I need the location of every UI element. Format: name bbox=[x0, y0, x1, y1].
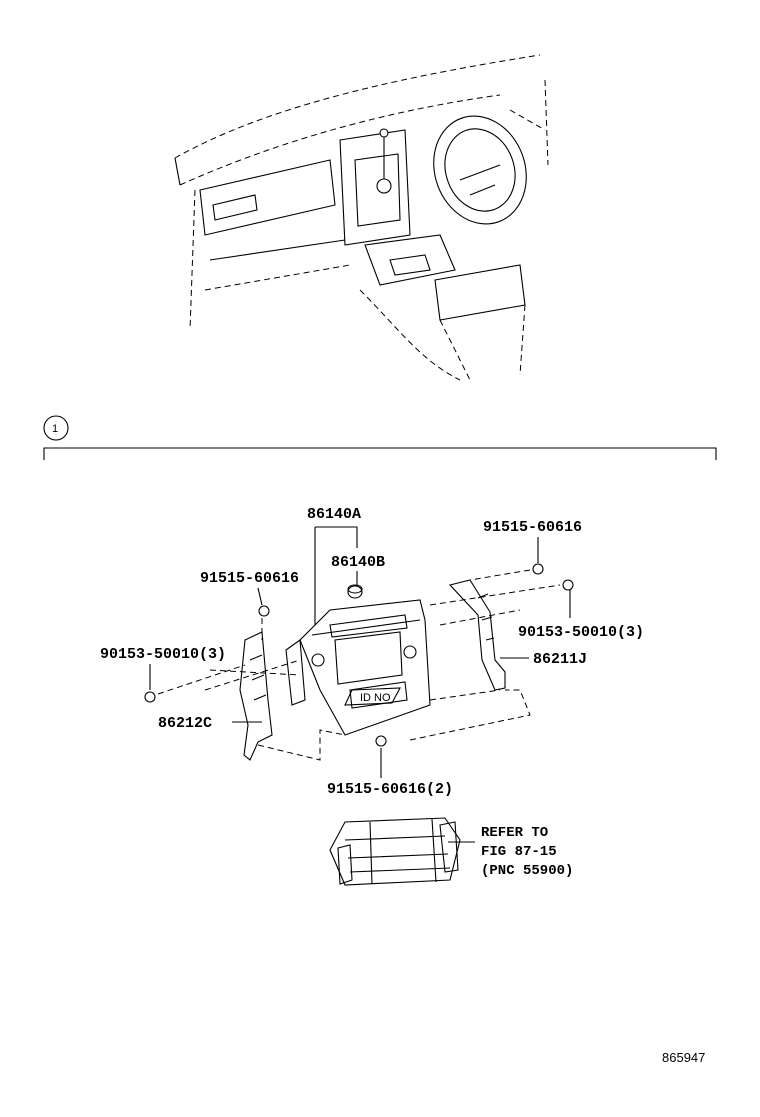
switch-knob-drawing bbox=[347, 584, 363, 599]
dashboard-overview-illustration bbox=[174, 54, 549, 381]
part-label-91515-60616-right: 91515-60616 bbox=[483, 519, 582, 536]
part-label-86212C: 86212C bbox=[158, 715, 212, 732]
part-label-86140A: 86140A bbox=[307, 506, 361, 523]
callout-number: 1 bbox=[52, 423, 58, 435]
screw-icon bbox=[144, 563, 574, 747]
part-label-90153-50010-right: 90153-50010(3) bbox=[518, 624, 644, 641]
center-bezel-assembly-drawing bbox=[285, 599, 431, 736]
refer-note-line-1: REFER TO bbox=[481, 825, 548, 841]
figure-number: 865947 bbox=[662, 1050, 705, 1065]
referenced-climate-panel-drawing bbox=[329, 817, 461, 886]
part-label-90153-50010-left: 90153-50010(3) bbox=[100, 646, 226, 663]
id-no-label-box: ID NO bbox=[344, 687, 401, 706]
leader-lines bbox=[149, 526, 571, 843]
assembly-dashed-lines bbox=[157, 569, 561, 761]
left-bracket-drawing bbox=[239, 631, 273, 761]
refer-note-line-2: FIG 87-15 bbox=[481, 844, 557, 860]
part-label-91515-60616-left: 91515-60616 bbox=[200, 570, 299, 587]
right-bracket-drawing bbox=[448, 579, 506, 691]
section-frame bbox=[43, 447, 717, 460]
callout-1: 1 bbox=[43, 415, 69, 441]
refer-note-line-3: (PNC 55900) bbox=[481, 863, 573, 879]
part-label-86211J: 86211J bbox=[533, 651, 587, 668]
id-no-label: ID NO bbox=[360, 692, 391, 704]
part-label-91515-60616-bottom: 91515-60616(2) bbox=[327, 781, 453, 798]
callout-marker-1-small bbox=[379, 128, 389, 138]
part-label-86140B: 86140B bbox=[331, 554, 385, 571]
